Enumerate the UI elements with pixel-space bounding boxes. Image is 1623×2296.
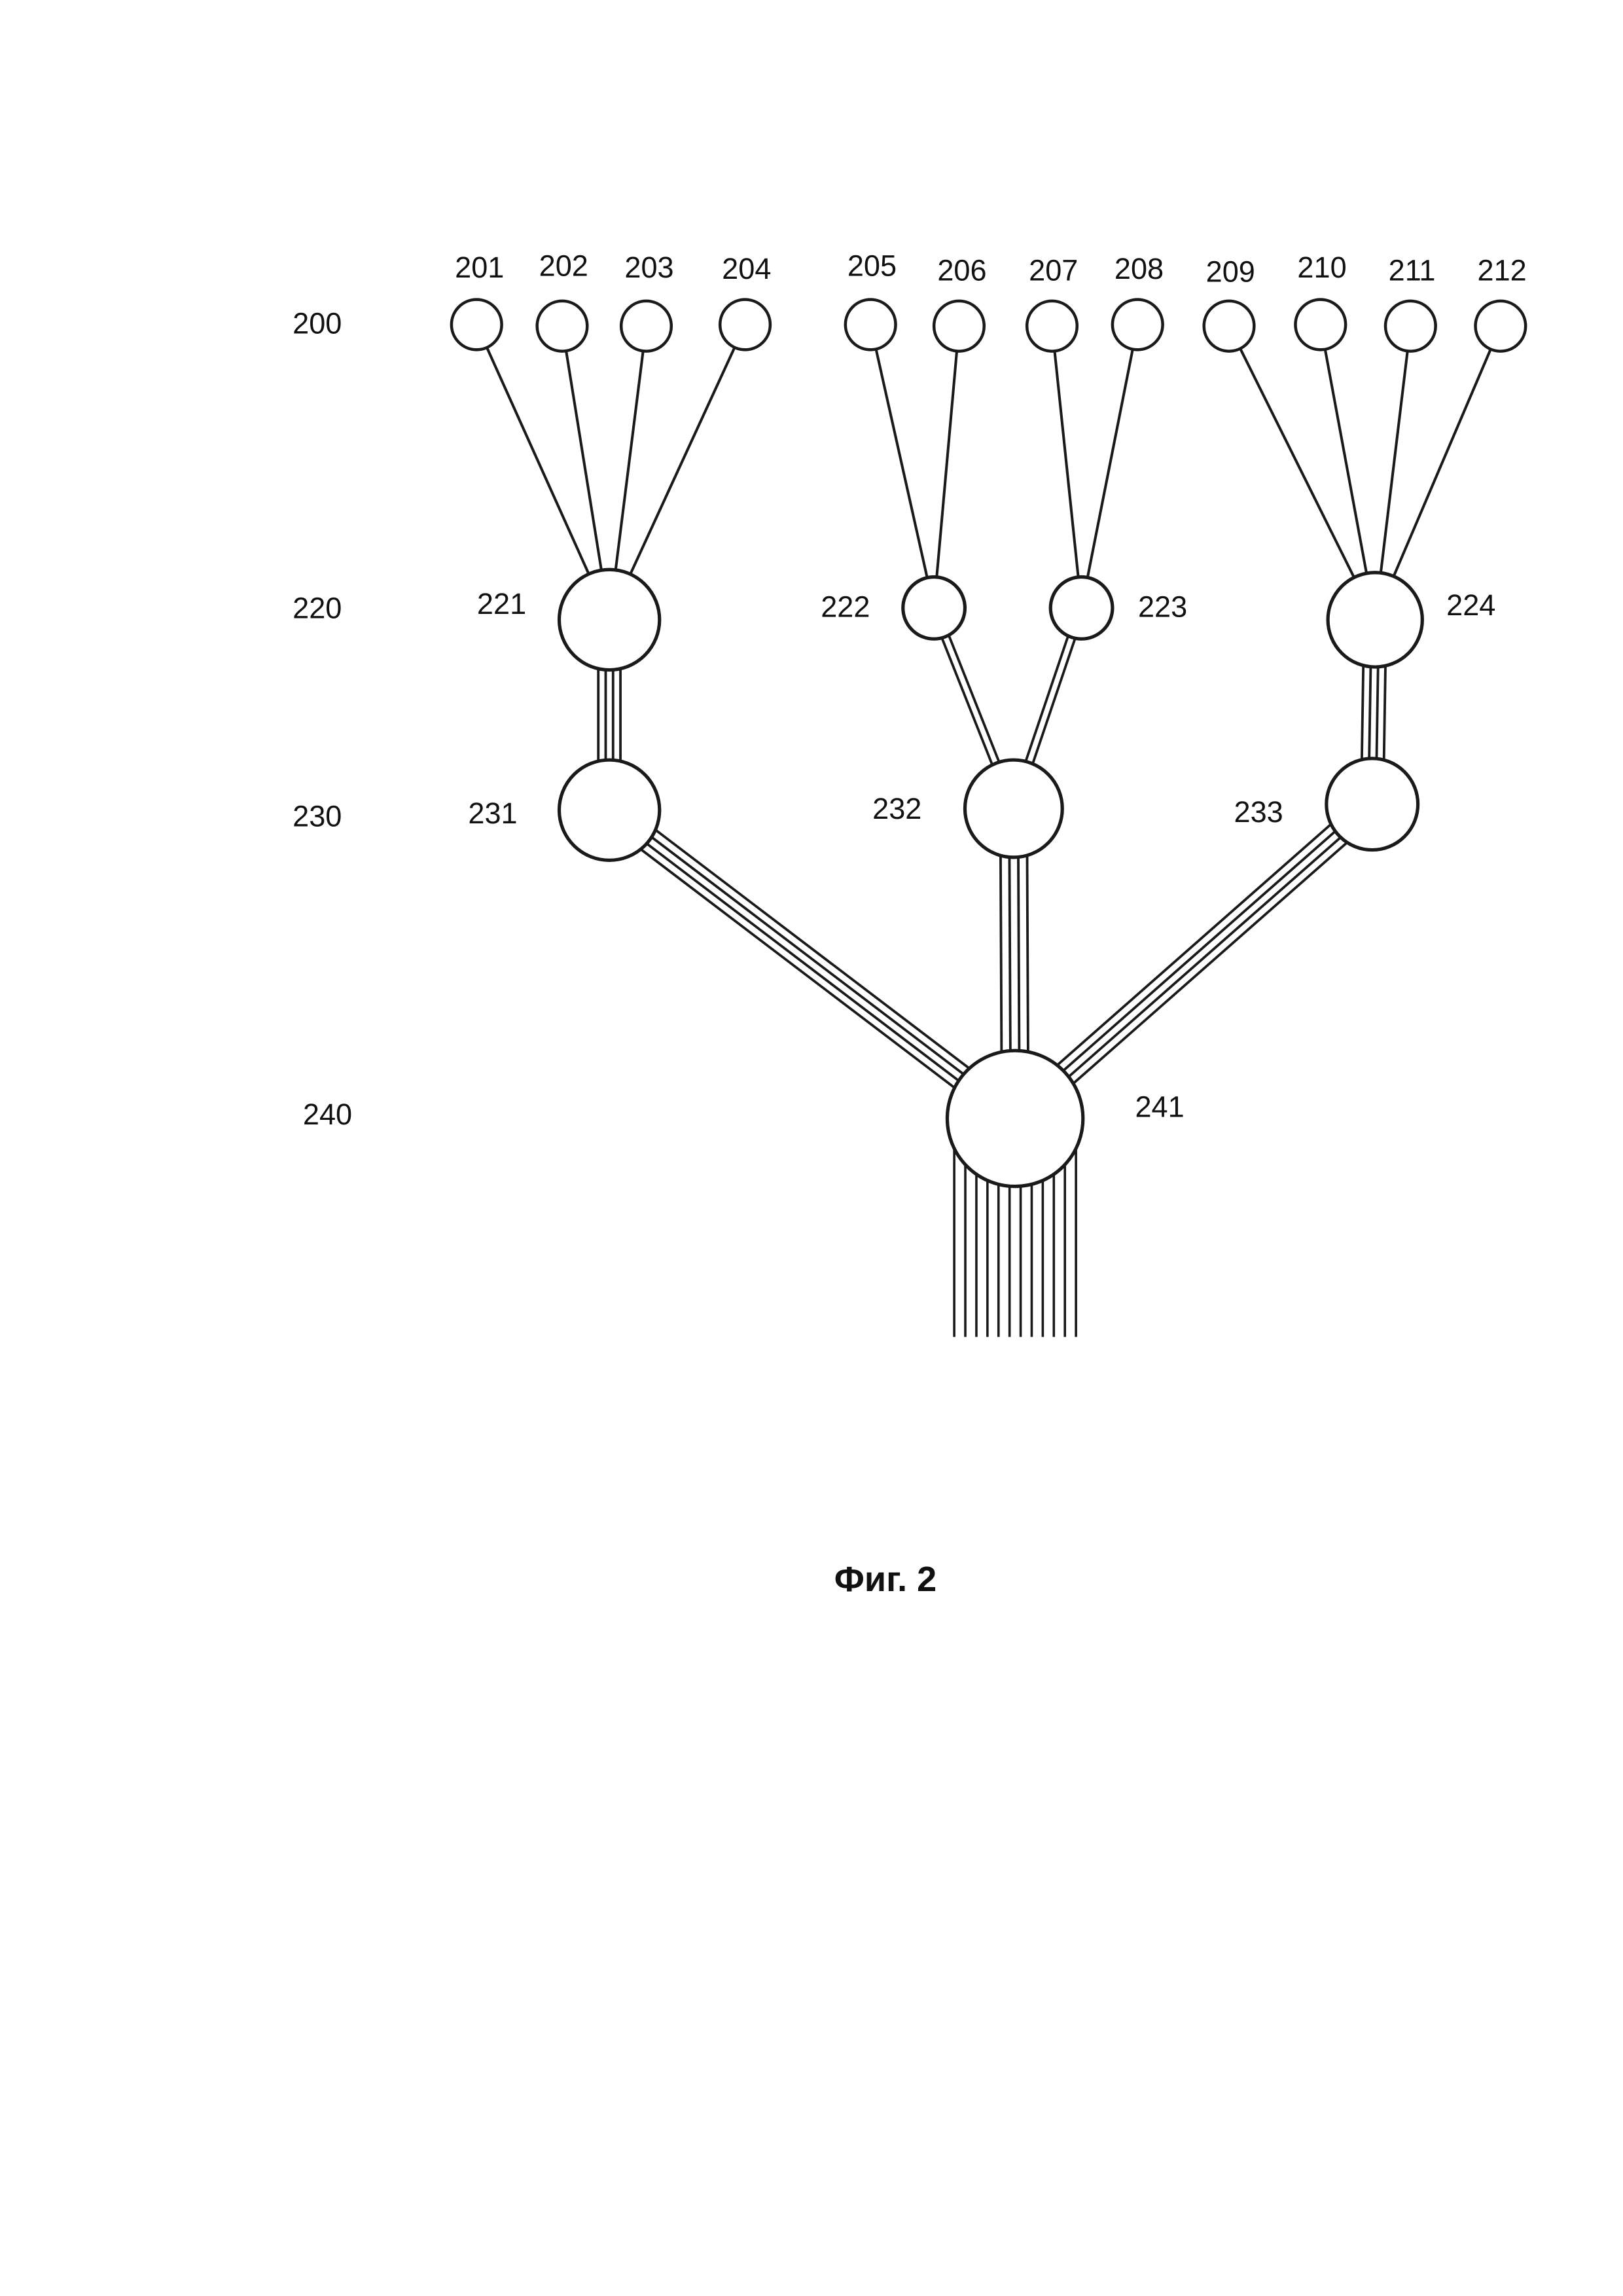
node-label-221: 221	[477, 587, 526, 620]
node-label-232: 232	[872, 792, 921, 825]
node-233	[1325, 757, 1420, 852]
edge-207-223	[1050, 326, 1083, 609]
node-label-231: 231	[468, 797, 517, 830]
node-209	[1202, 299, 1256, 353]
node-label-222: 222	[821, 590, 870, 623]
row-label-220: 220	[293, 592, 342, 625]
edge-231-241	[606, 812, 1014, 1123]
node-222	[901, 575, 967, 641]
edge-204-221	[608, 324, 747, 620]
node-223	[1048, 575, 1115, 641]
node-label-209: 209	[1206, 255, 1255, 289]
node-210	[1294, 298, 1347, 351]
node-207	[1025, 299, 1079, 353]
row-label-240: 240	[303, 1098, 352, 1131]
edge-233-241	[1016, 806, 1376, 1123]
node-label-203: 203	[624, 251, 673, 284]
node-label-233: 233	[1234, 795, 1283, 829]
node-224	[1326, 571, 1424, 669]
edge-231-241	[601, 819, 1009, 1130]
edge-233-241	[1022, 812, 1382, 1129]
row-label-230: 230	[293, 800, 342, 833]
node-206	[932, 299, 986, 353]
node-label-211: 211	[1389, 253, 1436, 287]
node-202	[535, 299, 589, 353]
node-212	[1474, 299, 1527, 353]
edge-206-222	[933, 326, 961, 609]
edge-208-223	[1080, 324, 1139, 609]
edge-205-222	[869, 324, 936, 609]
edge-211-224	[1374, 326, 1412, 620]
node-label-205: 205	[847, 249, 897, 283]
node-label-208: 208	[1115, 252, 1164, 285]
node-208	[1111, 298, 1164, 351]
edge-210-224	[1319, 324, 1377, 620]
node-label-212: 212	[1477, 253, 1526, 287]
node-203	[619, 299, 673, 353]
edge-231-241	[616, 799, 1024, 1110]
node-201	[450, 298, 503, 351]
node-label-210: 210	[1297, 251, 1346, 284]
node-221	[557, 567, 662, 672]
node-205	[844, 298, 897, 351]
node-231	[557, 758, 662, 862]
edge-209-224	[1228, 325, 1377, 620]
edge-231-241	[611, 806, 1019, 1117]
edge-233-241	[1011, 800, 1370, 1117]
edge-233-241	[1006, 794, 1365, 1111]
node-204	[718, 298, 772, 351]
node-232	[963, 758, 1064, 859]
row-label-200: 200	[293, 307, 342, 340]
node-241	[945, 1049, 1085, 1189]
node-label-223: 223	[1138, 590, 1187, 623]
figure-caption: Фиг. 2	[834, 1560, 937, 1599]
node-211	[1383, 299, 1437, 353]
edge-212-224	[1374, 325, 1502, 620]
node-label-206: 206	[937, 253, 986, 287]
node-label-207: 207	[1029, 253, 1078, 287]
node-label-202: 202	[539, 249, 588, 283]
edge-201-221	[475, 324, 611, 620]
node-label-241: 241	[1135, 1090, 1184, 1124]
node-label-201: 201	[455, 251, 504, 284]
node-label-204: 204	[722, 252, 771, 285]
node-label-224: 224	[1446, 588, 1495, 622]
